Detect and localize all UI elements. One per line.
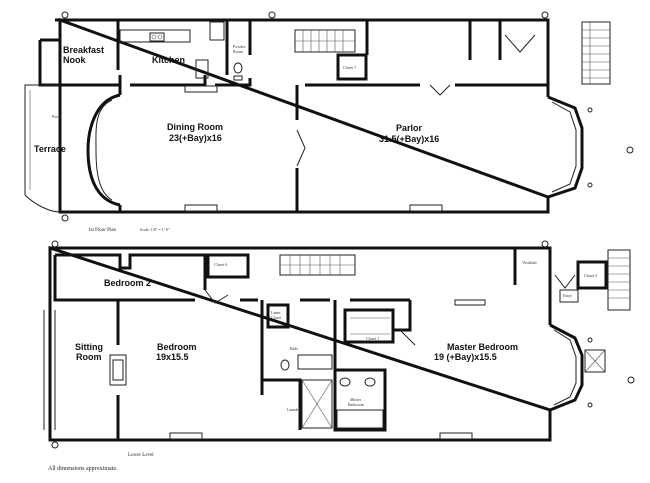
dining-room-dimensions: 23(+Bay)x16 xyxy=(169,133,222,143)
bath-tub xyxy=(297,354,333,370)
master-bath-label-2: Bathroom xyxy=(348,402,365,407)
main-staircase-lower xyxy=(279,254,356,276)
bath-label: Bath xyxy=(290,346,298,351)
linen-closet-label-2: Closet xyxy=(271,315,282,320)
lower-entry-stairs xyxy=(607,249,631,311)
master-bath-label-1: Master xyxy=(350,397,362,402)
entry-label: Entry xyxy=(563,293,572,298)
front-stoop-stairs xyxy=(581,21,611,85)
parlor-label: Parlor xyxy=(396,123,423,133)
dimensions-footnote: All dimensions approximate. xyxy=(48,466,118,472)
closet-5-label: Closet 5 xyxy=(584,273,597,278)
breakfast-nook-wall xyxy=(38,38,60,87)
laundry-label: Laundry xyxy=(287,407,301,412)
terrace-label: Terrace xyxy=(34,144,66,154)
master-bedroom-label: Master Bedroom xyxy=(447,342,518,352)
parlor-bay-window xyxy=(547,95,584,199)
breakfast-nook-label-1: Breakfast xyxy=(63,45,104,55)
linen-closet xyxy=(266,303,290,329)
sitting-room-label-1: Sitting xyxy=(75,342,103,352)
bath-toilet xyxy=(280,359,290,371)
bedroom-2-label: Bedroom 2 xyxy=(104,278,151,288)
lower-level-plan xyxy=(43,240,635,449)
first-floor-caption: 1st Floor Plan xyxy=(88,228,117,233)
first-floor-labels: Breakfast Nook Kitchen Powder Room Close… xyxy=(34,44,439,233)
powder-room-label-1: Powder xyxy=(233,44,246,49)
lower-level-caption: Lower Level xyxy=(128,453,154,458)
master-bath xyxy=(333,368,387,432)
closet-5 xyxy=(576,260,608,290)
closet-first-floor xyxy=(336,53,368,81)
bedroom-dimensions: 19x15.5 xyxy=(156,352,189,362)
first-floor-exterior-wall xyxy=(58,17,550,214)
breakfast-nook-label-2: Nook xyxy=(63,55,86,65)
linen-closet-label-1: Linen xyxy=(271,310,280,315)
closet-1-label: Closet 1 xyxy=(366,336,379,341)
master-bedroom-dimensions: 19 (+Bay)x15.5 xyxy=(434,352,497,362)
kitchen-label: Kitchen xyxy=(152,55,185,65)
bedroom-2-wall xyxy=(53,253,207,302)
vestibule-label: Vestibule xyxy=(522,260,537,265)
closet-1 xyxy=(343,308,395,344)
parlor-dimensions: 31.5(+Bay)x16 xyxy=(379,134,439,144)
closet-6-label: Closet 6 xyxy=(214,262,227,267)
dining-room-label: Dining Room xyxy=(167,122,223,132)
main-staircase-first xyxy=(294,29,356,53)
dining-room-bay xyxy=(86,93,121,207)
powder-room-label-2: Room xyxy=(233,49,244,54)
porch-label: Porch xyxy=(52,114,61,119)
sitting-room-label-2: Room xyxy=(76,352,102,362)
lower-level-labels: Bedroom 2 Closet 6 Sitting Room Bedroom … xyxy=(48,260,597,472)
kitchen-counter xyxy=(119,29,191,43)
powder-room-toilet xyxy=(233,62,243,74)
closet-first-label: Closet 7 xyxy=(343,65,356,70)
terrace-outline xyxy=(24,84,61,213)
master-bedroom-bay xyxy=(549,323,584,412)
closet-6 xyxy=(206,253,250,279)
first-floor-plan xyxy=(24,11,634,222)
scale-note: Scale: 1/8" = 1'-0" xyxy=(140,227,170,232)
bedroom-label: Bedroom xyxy=(157,342,197,352)
